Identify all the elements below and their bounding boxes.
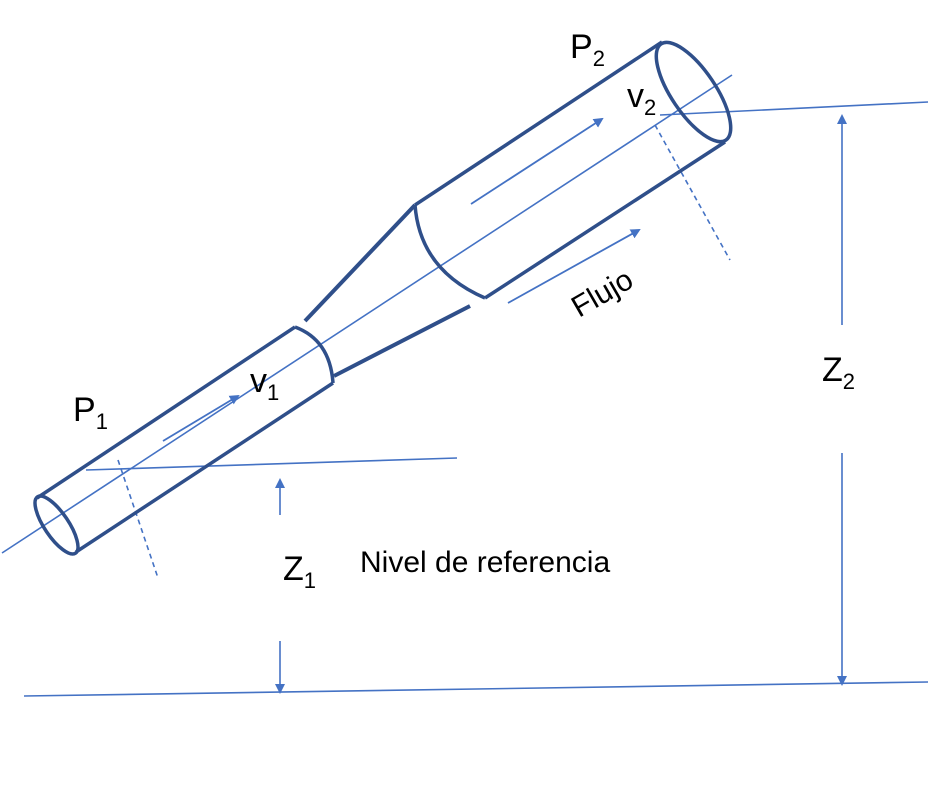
label-z1: Z1 [283,550,316,593]
dashed-line-section-1 [117,459,159,579]
label-flow: Flujo [566,263,639,324]
reference-line-z2 [659,101,929,116]
small-pipe-outlet-end [294,325,335,384]
label-v2: v2 [627,77,656,120]
dashed-line-section-2 [654,124,731,261]
label-p1: P1 [73,391,108,434]
large-pipe-outlet-end [654,40,733,144]
v2-arrow [470,117,604,205]
label-p2: P2 [570,28,605,71]
label-z2: Z2 [822,351,855,394]
large-pipe [413,40,733,300]
diffuser-cone [303,203,471,378]
pipe-centerline [1,74,733,554]
label-reference-level: Nivel de referencia [360,546,610,579]
label-v1: v1 [250,362,279,405]
reference-line-z1 [85,457,458,471]
small-pipe [33,325,335,556]
v1-arrow [162,394,240,442]
small-pipe-inlet-end [33,494,80,556]
flow-arrow [507,229,641,304]
large-pipe-inlet-end [413,204,486,300]
reference-line-bottom [23,681,929,697]
